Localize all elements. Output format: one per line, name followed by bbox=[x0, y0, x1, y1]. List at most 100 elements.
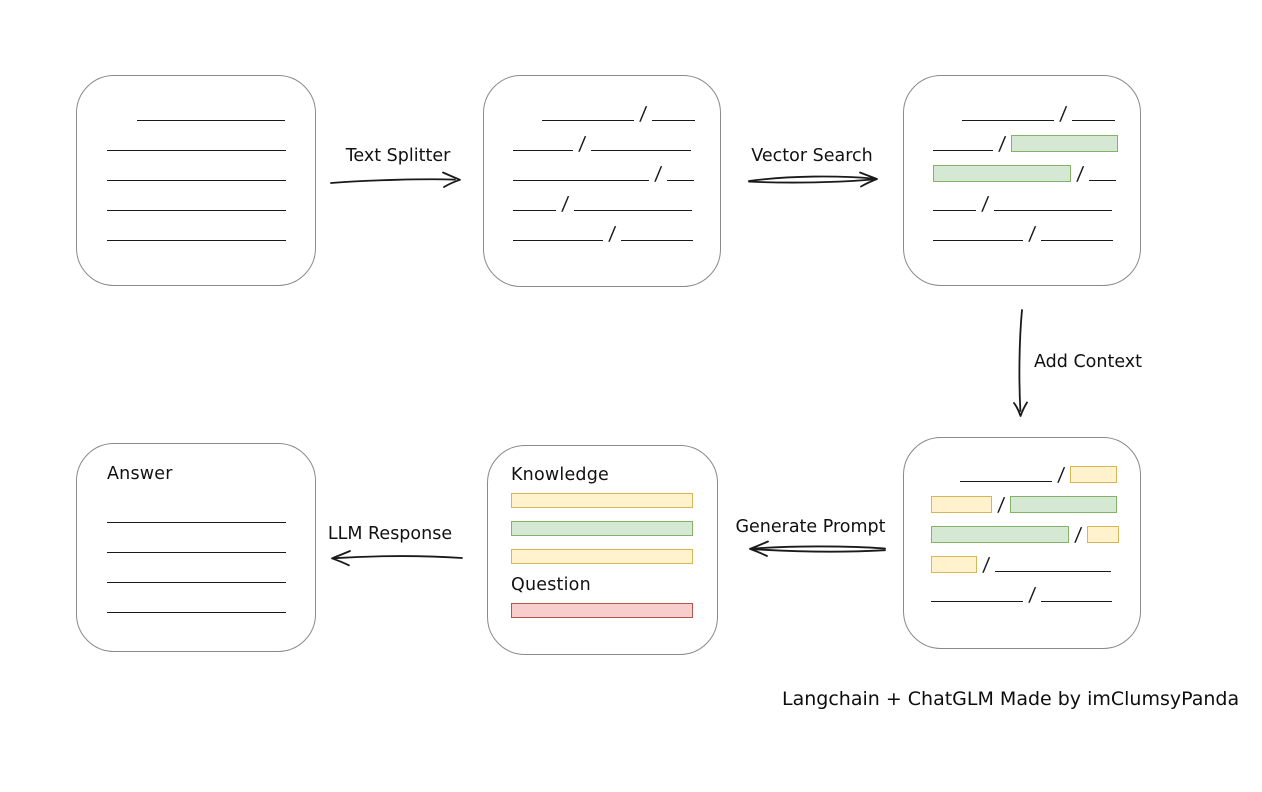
generate-prompt-label: Generate Prompt bbox=[735, 517, 886, 537]
green-chunk bbox=[933, 165, 1071, 182]
box-row bbox=[511, 603, 717, 618]
text-line bbox=[962, 120, 1054, 121]
box-row: / bbox=[931, 543, 1140, 576]
add-context-arrow bbox=[1013, 309, 1028, 417]
yellow-chunk bbox=[1087, 526, 1120, 543]
box-heading: Answer bbox=[107, 464, 173, 484]
text-line bbox=[542, 120, 634, 121]
text-line bbox=[995, 571, 1112, 572]
llm-response-arrow bbox=[331, 550, 463, 567]
box-row: / bbox=[513, 92, 720, 125]
box-row: Question bbox=[511, 575, 717, 595]
text-line bbox=[107, 552, 286, 553]
context-chunks-box-content: ///// bbox=[904, 438, 1140, 648]
box-row: / bbox=[513, 122, 720, 155]
box-row: / bbox=[933, 182, 1140, 215]
box-row bbox=[107, 554, 315, 584]
box-row: / bbox=[933, 122, 1140, 155]
text-line bbox=[933, 150, 993, 151]
split-chunks-box: ///// bbox=[483, 75, 721, 287]
vector-search-label: Vector Search bbox=[751, 146, 873, 166]
text-line bbox=[652, 120, 696, 121]
text-splitter-label: Text Splitter bbox=[345, 146, 451, 166]
text-line bbox=[960, 481, 1052, 482]
text-line bbox=[107, 240, 286, 241]
yellow-chunk bbox=[511, 493, 693, 508]
yellow-chunk bbox=[931, 556, 977, 573]
generate-prompt-arrow bbox=[749, 540, 886, 557]
box-row: / bbox=[513, 182, 720, 215]
chunk-separator: / bbox=[1027, 584, 1037, 606]
text-line bbox=[107, 612, 286, 613]
box-heading: Knowledge bbox=[511, 465, 609, 485]
yellow-chunk bbox=[1070, 466, 1118, 483]
chunk-separator: / bbox=[607, 223, 617, 245]
text-line bbox=[994, 210, 1113, 211]
green-chunk bbox=[1011, 135, 1119, 152]
box-row bbox=[107, 92, 315, 122]
text-line bbox=[574, 210, 693, 211]
box-row: Knowledge bbox=[511, 465, 717, 485]
text-line bbox=[621, 240, 694, 241]
text-line bbox=[1041, 240, 1114, 241]
box-row: / bbox=[513, 212, 720, 245]
context-chunks-box: ///// bbox=[903, 437, 1141, 649]
text-line bbox=[1072, 120, 1116, 121]
box-row: / bbox=[931, 483, 1140, 516]
text-line bbox=[1041, 601, 1113, 602]
text-line bbox=[513, 150, 573, 151]
answer-box-content: Answer bbox=[77, 444, 315, 651]
matched-chunks-box: ///// bbox=[903, 75, 1141, 286]
text-line bbox=[1089, 180, 1117, 181]
box-row: / bbox=[931, 453, 1140, 486]
matched-chunks-box-content: ///// bbox=[904, 76, 1140, 285]
text-line bbox=[667, 180, 695, 181]
box-row bbox=[511, 549, 717, 564]
green-chunk bbox=[931, 526, 1069, 543]
diagram-caption: Langchain + ChatGLM Made by imClumsyPand… bbox=[782, 688, 1240, 710]
red-chunk bbox=[511, 603, 693, 618]
text-line bbox=[107, 522, 286, 523]
box-row bbox=[107, 122, 315, 152]
box-row bbox=[107, 494, 315, 524]
text-line bbox=[137, 120, 285, 121]
yellow-chunk bbox=[511, 549, 693, 564]
text-line bbox=[933, 240, 1023, 241]
text-line bbox=[933, 210, 976, 211]
text-line bbox=[513, 180, 649, 181]
text-line bbox=[107, 210, 286, 211]
llm-response-label: LLM Response bbox=[327, 524, 453, 544]
box-row bbox=[107, 212, 315, 242]
text-line bbox=[107, 180, 286, 181]
text-splitter-arrow bbox=[330, 171, 461, 188]
green-chunk bbox=[511, 521, 693, 536]
chunk-separator: / bbox=[1027, 223, 1037, 245]
document-box-content bbox=[77, 76, 315, 285]
box-row: / bbox=[513, 152, 720, 185]
box-row: Answer bbox=[107, 464, 315, 484]
text-line bbox=[591, 150, 692, 151]
green-chunk bbox=[1010, 496, 1118, 513]
text-line bbox=[513, 240, 603, 241]
text-line bbox=[107, 582, 286, 583]
vector-search-arrow bbox=[748, 171, 878, 188]
answer-box: Answer bbox=[76, 443, 316, 652]
box-heading: Question bbox=[511, 575, 591, 595]
box-row: / bbox=[931, 513, 1140, 546]
add-context-label: Add Context bbox=[1034, 352, 1142, 372]
document-box bbox=[76, 75, 316, 286]
split-chunks-box-content: ///// bbox=[484, 76, 720, 286]
text-line bbox=[931, 601, 1023, 602]
box-row: / bbox=[933, 212, 1140, 245]
box-row: / bbox=[933, 92, 1140, 125]
box-row bbox=[107, 182, 315, 212]
box-row bbox=[107, 584, 315, 614]
box-row bbox=[107, 524, 315, 554]
yellow-chunk bbox=[931, 496, 992, 513]
box-row bbox=[511, 521, 717, 536]
text-line bbox=[107, 150, 286, 151]
box-row: / bbox=[933, 152, 1140, 185]
